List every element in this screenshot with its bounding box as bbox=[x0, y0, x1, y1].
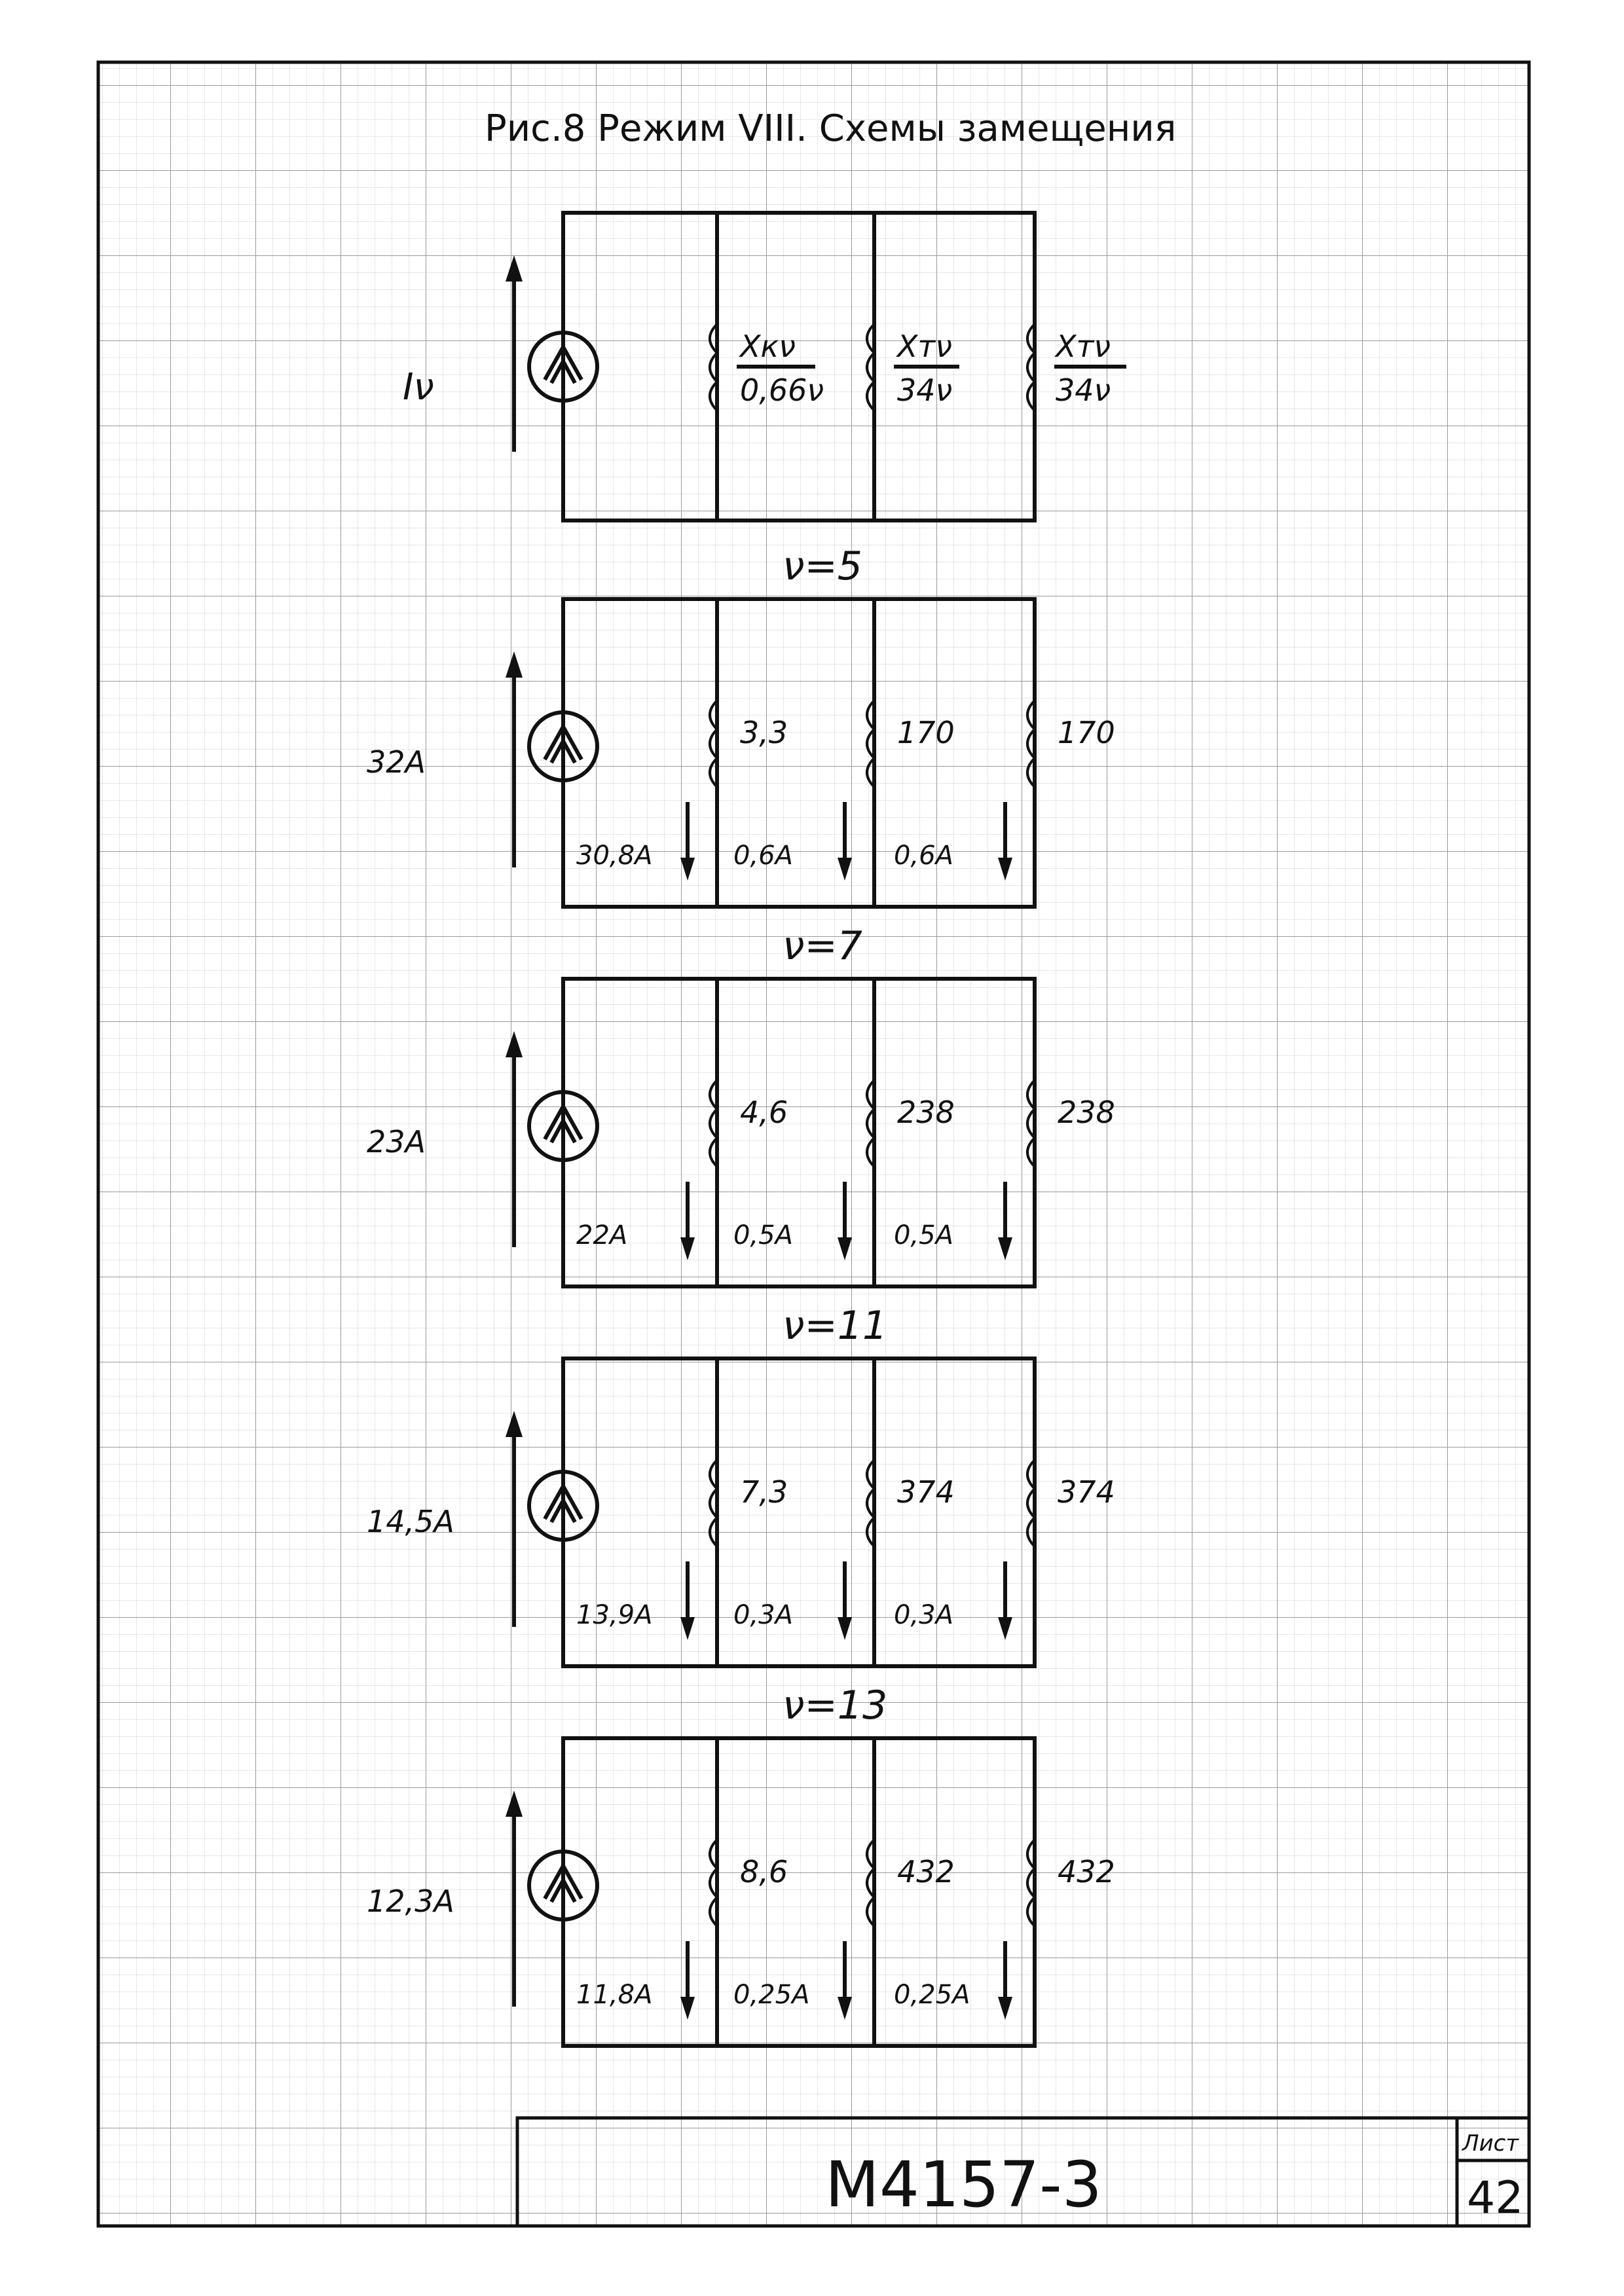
graph-paper-grid bbox=[98, 62, 1529, 2226]
inductor-icon bbox=[1026, 1838, 1037, 1927]
source-current-label: 23А bbox=[367, 1124, 426, 1159]
branch-arrow-head bbox=[680, 1617, 695, 1640]
branch-arrow-head bbox=[998, 1617, 1012, 1640]
inductor-icon bbox=[1026, 1459, 1037, 1548]
inductor-icon bbox=[709, 699, 719, 788]
branch-arrow-head bbox=[838, 1997, 852, 2020]
circuit-frame bbox=[561, 977, 1037, 1288]
inductor-icon bbox=[1026, 323, 1037, 412]
source-arrow-icon bbox=[543, 1102, 583, 1144]
branch-arrow-head bbox=[998, 858, 1012, 881]
source-current-label: Iν bbox=[403, 366, 434, 409]
source-arrow-icon bbox=[543, 1861, 583, 1903]
inductor-icon bbox=[1026, 699, 1037, 788]
current-source-icon bbox=[527, 331, 599, 403]
branch-arrow-head bbox=[998, 1237, 1012, 1260]
branch-current-label: 0,3А bbox=[733, 1600, 793, 1630]
source-current-label: 12,3А bbox=[367, 1884, 454, 1919]
branch-reactance-value: 4,6 bbox=[740, 1095, 788, 1130]
branch-reactance-label: Xтν bbox=[1054, 329, 1111, 364]
source-current-label: 32А bbox=[367, 744, 426, 780]
inductor-icon bbox=[1026, 1079, 1037, 1168]
header-circuit: Xкν 0,66ν Xтν 34ν Xтν 34ν Iν bbox=[403, 211, 1126, 522]
branch-current-label: 13,9А bbox=[576, 1600, 652, 1630]
branch-arrow-head bbox=[838, 858, 852, 881]
branch-reactance-value: 170 bbox=[897, 715, 955, 750]
branch-reactance-label: Xтν bbox=[896, 329, 952, 364]
current-arrow-head bbox=[506, 651, 523, 678]
inductor-icon bbox=[709, 1079, 719, 1168]
branch-current-label: 30,8А bbox=[576, 841, 652, 871]
branch-reactance-value: 238 bbox=[1058, 1095, 1115, 1130]
branch-current-label: 0,5А bbox=[894, 1220, 953, 1250]
branch-reactance-label: 34ν bbox=[897, 373, 952, 408]
inductor-icon bbox=[866, 1459, 876, 1548]
current-arrow-head bbox=[506, 1411, 523, 1437]
branch-current-label: 0,25А bbox=[894, 1980, 970, 2010]
branch-reactance-value: 374 bbox=[1058, 1474, 1115, 1510]
inductor-icon bbox=[866, 323, 876, 412]
branch-reactance-value: 7,3 bbox=[740, 1474, 788, 1510]
circuit-4: ν=13 12,3А 8,6 11,8А 432 0,25А 432 0,25А bbox=[367, 1683, 1115, 2048]
inductor-icon bbox=[866, 1838, 876, 1927]
sheet-number: 42 bbox=[1467, 2172, 1524, 2224]
branch-reactance-value: 8,6 bbox=[740, 1854, 788, 1889]
branch-arrow-head bbox=[838, 1617, 852, 1640]
inductor-icon bbox=[709, 1459, 719, 1548]
title-block: M4157-3 Лист 42 bbox=[515, 2116, 1531, 2228]
branch-arrow-head bbox=[680, 858, 695, 881]
inductor-icon bbox=[866, 1079, 876, 1168]
circuit-3: ν=11 14,5А 7,3 13,9А 374 0,3А 374 0,3А bbox=[367, 1303, 1115, 1668]
branch-reactance-value: 170 bbox=[1058, 715, 1115, 750]
circuit-frame bbox=[561, 1357, 1037, 1668]
branch-reactance-label: Xкν bbox=[739, 329, 796, 364]
current-source-icon bbox=[527, 710, 599, 782]
branch-current-label: 11,8А bbox=[576, 1980, 652, 2010]
page-title: Рис.8 Режим VIII. Схемы замещения bbox=[485, 107, 1176, 150]
source-current-label: 14,5А bbox=[367, 1504, 454, 1539]
branch-reactance-value: 3,3 bbox=[740, 715, 788, 750]
document-designation: M4157-3 bbox=[825, 2148, 1102, 2221]
circuit-1: ν=5 32А 3,3 30,8А 170 0,6А 170 0,6А bbox=[367, 543, 1115, 909]
branch-current-label: 22А bbox=[576, 1220, 627, 1250]
branch-current-label: 0,3А bbox=[894, 1600, 953, 1630]
branch-current-label: 0,5А bbox=[733, 1220, 793, 1250]
current-arrow-head bbox=[506, 1791, 523, 1817]
branch-current-label: 0,6А bbox=[733, 841, 793, 871]
harmonic-circuits: ν=5 32А 3,3 30,8А 170 0,6А 170 0,6А ν=7 23А 4,6 22А… bbox=[367, 543, 1115, 2048]
branch-arrow-head bbox=[998, 1997, 1012, 2020]
branch-reactance-label: 0,66ν bbox=[740, 373, 824, 408]
branch-reactance-value: 432 bbox=[897, 1854, 955, 1889]
inductor-icon bbox=[709, 323, 719, 412]
current-source-icon bbox=[527, 1470, 599, 1542]
branch-arrow-head bbox=[838, 1237, 852, 1260]
current-source-icon bbox=[527, 1090, 599, 1162]
harmonic-label: ν=13 bbox=[783, 1683, 887, 1728]
branch-current-label: 0,6А bbox=[894, 841, 953, 871]
branch-arrow-head bbox=[680, 1237, 695, 1260]
branch-reactance-value: 238 bbox=[897, 1095, 955, 1130]
circuit-frame bbox=[561, 1736, 1037, 2048]
harmonic-label: ν=5 bbox=[783, 543, 862, 589]
branch-arrow-head bbox=[680, 1997, 695, 2020]
circuit-2: ν=7 23А 4,6 22А 238 0,5А 238 0,5А bbox=[367, 923, 1115, 1288]
branch-current-label: 0,25А bbox=[733, 1980, 809, 2010]
branch-reactance-label: 34ν bbox=[1056, 373, 1111, 408]
sheet-label: Лист bbox=[1461, 2130, 1519, 2157]
branch-reactance-value: 374 bbox=[897, 1474, 955, 1510]
inductor-icon bbox=[866, 699, 876, 788]
harmonic-label: ν=11 bbox=[783, 1303, 887, 1349]
current-arrow-head bbox=[506, 1031, 523, 1057]
circuit-frame bbox=[561, 597, 1037, 909]
current-source-icon bbox=[527, 1850, 599, 1922]
harmonic-label: ν=7 bbox=[783, 923, 862, 969]
source-arrow-icon bbox=[543, 1482, 583, 1523]
branch-reactance-value: 432 bbox=[1058, 1854, 1115, 1889]
source-arrow-icon bbox=[543, 722, 583, 764]
inductor-icon bbox=[709, 1838, 719, 1927]
